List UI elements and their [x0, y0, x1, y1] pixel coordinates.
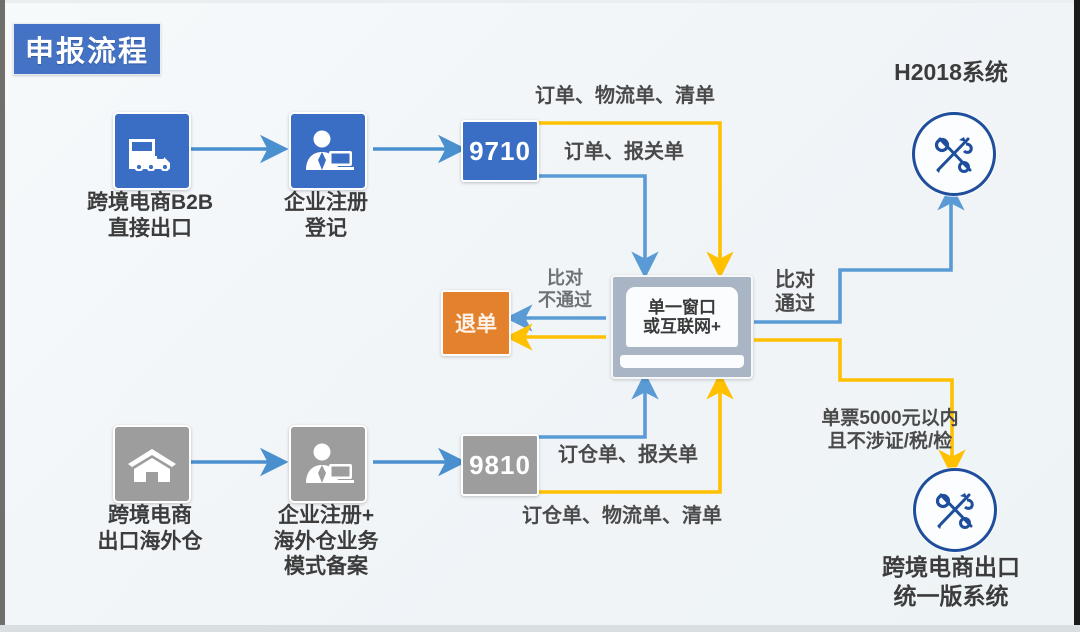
laptop-base	[620, 355, 744, 368]
node-code-9810[interactable]: 9810	[461, 434, 539, 496]
label-enterprise-registration-bottom: 企业注册+ 海外仓业务 模式备案	[233, 503, 419, 580]
canvas-bottom-edge	[0, 625, 1080, 632]
label-enterprise-registration-top: 企业注册 登记	[244, 190, 408, 241]
flow-text: 订单、报关单	[564, 141, 684, 163]
label-line-1: 企业注册	[284, 191, 368, 214]
label-flow-top-blue: 订单、报关单	[533, 140, 715, 164]
flow-text-line-1: 比对	[775, 269, 815, 291]
label-compare-pass: 比对 通过	[760, 268, 830, 316]
customs-emblem-icon	[934, 137, 973, 173]
label-line-2: 登记	[305, 216, 347, 240]
canvas-top-edge	[0, 0, 1080, 3]
node-b2b-direct-export[interactable]	[113, 112, 191, 190]
wire-9710-blue-to-center	[535, 174, 659, 279]
flow-text-line-2: 且不涉证/税/检	[827, 430, 953, 452]
node-single-window-platform[interactable]: 单一窗口 或互联网+	[611, 275, 753, 379]
label-line-1: 跨境电商B2B	[86, 191, 213, 214]
flow-text: 订单、物流单、清单	[535, 85, 715, 107]
wire-9810-yellow-to-center	[535, 372, 734, 494]
node-enterprise-registration-bottom[interactable]	[289, 425, 367, 503]
reject-label: 退单	[455, 313, 497, 336]
flow-text-line-2: 通过	[775, 293, 815, 315]
label-flow-bottom-blue: 订仓单、报关单	[537, 443, 719, 467]
truck-icon	[129, 139, 170, 171]
label-value-threshold: 单票5000元以内 且不涉证/税/检	[795, 408, 985, 454]
label-line-2: 出口海外仓	[97, 529, 203, 553]
unified-title-line-2: 统一版系统	[893, 582, 1009, 609]
canvas-right-edge	[1074, 0, 1080, 632]
flow-text-line-1: 单票5000元以内	[821, 408, 959, 429]
flow-text-line-1: 比对	[547, 268, 583, 288]
label-line-1: 企业注册+	[277, 504, 375, 527]
warehouse-icon	[128, 449, 176, 482]
code-9710-text: 9710	[469, 135, 531, 166]
flow-text-line-2: 不通过	[538, 289, 592, 310]
label-flow-top-yellow: 订单、物流单、清单	[497, 84, 753, 108]
label-line-2: 海外仓业务	[273, 529, 379, 553]
page-title: 申报流程	[13, 23, 161, 75]
node-code-9710[interactable]: 9710	[461, 120, 539, 182]
flow-text: 订仓单、报关单	[558, 444, 698, 466]
label-line-1: 跨境电商	[108, 504, 192, 527]
node-unified-export-system[interactable]	[913, 468, 997, 552]
label-overseas-warehouse-export: 跨境电商 出口海外仓	[58, 503, 242, 554]
customs-emblem-icon	[935, 493, 974, 529]
label-compare-fail: 比对 不通过	[524, 268, 606, 311]
flow-text: 订仓单、物流单、清单	[522, 505, 722, 527]
page-title-text: 申报流程	[24, 36, 149, 68]
label-line-2: 直接出口	[108, 216, 192, 240]
label-line-3: 模式备案	[284, 555, 368, 579]
label-b2b-direct-export: 跨境电商B2B 直接出口	[46, 190, 254, 241]
label-h2018-system: H2018系统	[851, 58, 1051, 87]
h2018-title-text: H2018系统	[894, 59, 1008, 85]
center-label-line-2: 或互联网+	[643, 317, 721, 336]
node-overseas-warehouse-export[interactable]	[113, 425, 191, 503]
unified-title-line-1: 跨境电商出口	[882, 554, 1020, 580]
wire-9810-blue-to-center	[535, 372, 659, 439]
person-laptop-icon	[306, 443, 354, 483]
laptop-screen: 单一窗口 或互联网+	[626, 287, 738, 347]
node-enterprise-registration-top[interactable]	[289, 112, 367, 190]
canvas-left-edge	[0, 0, 5, 632]
node-h2018-system[interactable]	[912, 112, 996, 196]
code-9810-text: 9810	[469, 449, 531, 480]
node-reject-order[interactable]: 退单	[441, 290, 511, 356]
label-flow-bottom-yellow: 订仓单、物流单、清单	[483, 504, 761, 528]
label-unified-export-system: 跨境电商出口 统一版系统	[851, 553, 1051, 611]
person-laptop-icon	[306, 130, 354, 170]
center-label-line-1: 单一窗口	[648, 297, 716, 317]
